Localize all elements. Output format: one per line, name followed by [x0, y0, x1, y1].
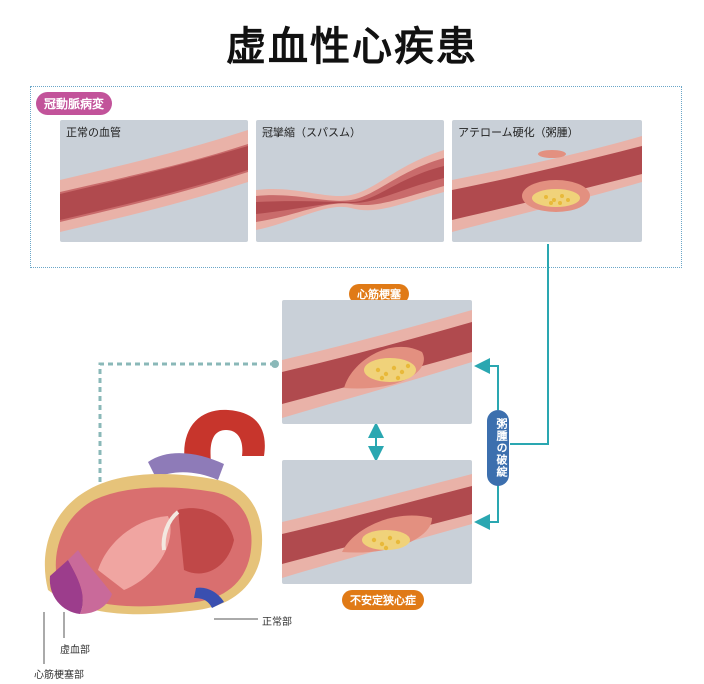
plaque-rupture-label: 粥腫の破綻 [487, 410, 509, 486]
panel-athero-label: アテローム硬化（粥腫） [458, 126, 579, 139]
unstable-angina-vessel-illustration [282, 474, 472, 578]
panel-infarction [282, 300, 472, 424]
heart-infarct-label: 心筋梗塞部 [34, 670, 84, 681]
unstable-angina-label: 不安定狭心症 [342, 590, 424, 610]
panel-spasm-label: 冠攣縮（スパスム） [262, 126, 361, 139]
coronary-lesion-group [30, 86, 682, 268]
atherosclerosis-vessel-illustration [452, 136, 642, 232]
panel-atherosclerosis [452, 120, 642, 242]
panel-spasm [256, 120, 444, 242]
page-title: 虚血性心疾患 [226, 24, 478, 70]
heart-ischemic-label: 虚血部 [60, 645, 90, 656]
infarction-vessel-illustration [282, 310, 472, 418]
panel-normal-vessel [60, 120, 248, 242]
spasm-vessel-illustration [256, 150, 444, 230]
panel-unstable-angina [282, 460, 472, 584]
coronary-lesion-label: 冠動脈病変 [36, 92, 113, 115]
heart-illustration [44, 409, 265, 615]
normal-vessel-illustration [60, 130, 248, 232]
infarction-label: 心筋梗塞 [349, 284, 409, 304]
heart-normal-label: 正常部 [262, 617, 292, 628]
panel-normal-label: 正常の血管 [66, 126, 121, 139]
